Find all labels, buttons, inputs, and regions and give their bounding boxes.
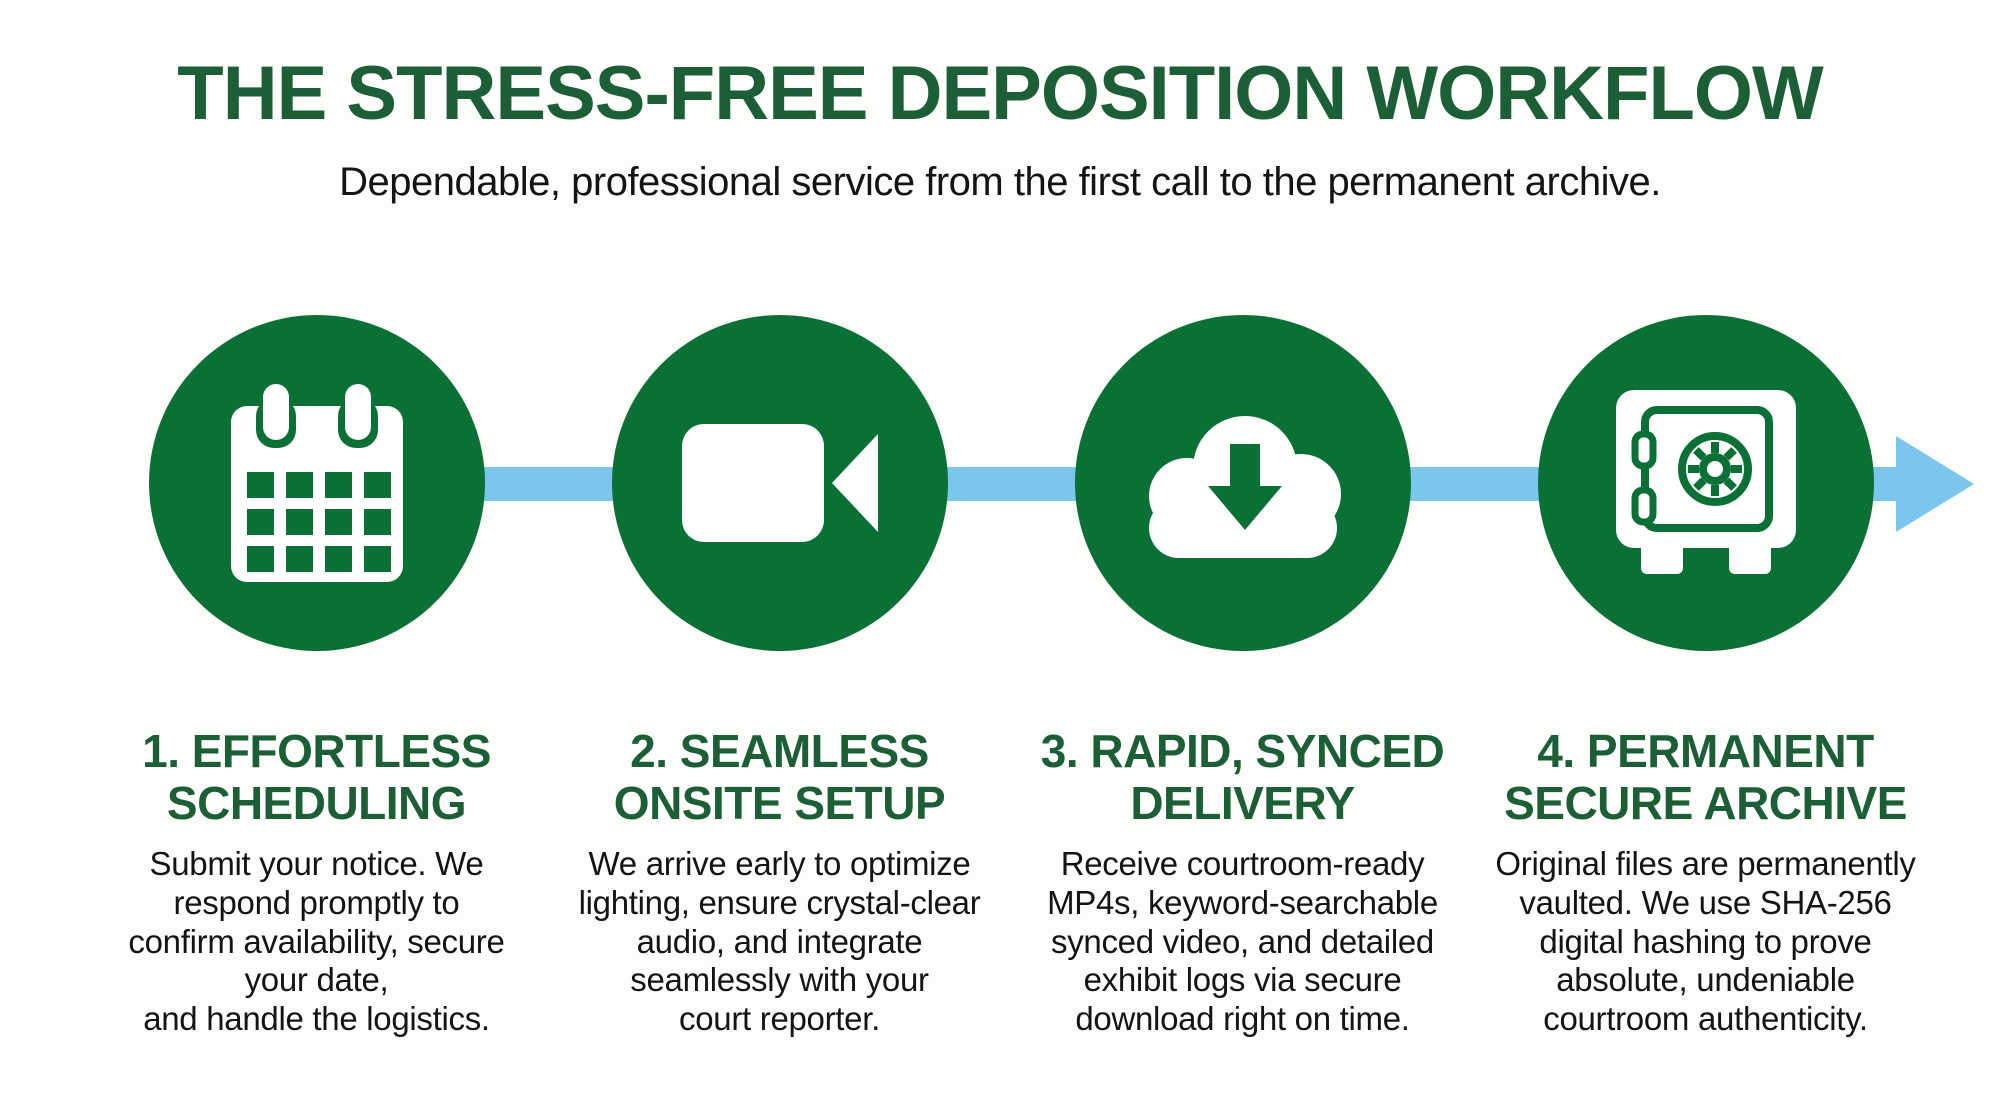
- step-4-title: 4. PERMANENT SECURE ARCHIVE: [1504, 724, 1907, 830]
- page-title: THE STRESS-FREE DEPOSITION WORKFLOW: [177, 51, 1823, 136]
- step-2-seamless-onsite-setup: 2. SEAMLESS ONSITE SETUP We arrive early…: [548, 314, 1011, 1039]
- step-1-description: Submit your notice. We respond promptly …: [128, 845, 505, 1037]
- step-2-description: We arrive early to optimize lighting, en…: [578, 845, 981, 1037]
- cloud-download-icon: [1148, 415, 1341, 558]
- step-4-description: Original files are permanently vaulted. …: [1495, 845, 1916, 1037]
- step-4-permanent-secure-archive: 4. PERMANENT SECURE ARCHIVE Original fil…: [1474, 314, 1937, 1039]
- step-1-title: 1. EFFORTLESS SCHEDULING: [142, 724, 491, 830]
- calendar-icon: [230, 383, 403, 582]
- workflow-diagram: 1. EFFORTLESS SCHEDULING Submit your not…: [0, 314, 2000, 1039]
- step-2-circle: [611, 314, 948, 651]
- step-4-circle: [1537, 314, 1874, 651]
- step-3-description: Receive courtroom-ready MP4s, keyword-se…: [1047, 845, 1438, 1037]
- header: THE STRESS-FREE DEPOSITION WORKFLOW Depe…: [0, 52, 2000, 205]
- step-3-rapid-synced-delivery: 3. RAPID, SYNCED DELIVERY Receive courtr…: [1011, 314, 1474, 1039]
- video-camera-icon: [681, 423, 878, 542]
- step-2-title: 2. SEAMLESS ONSITE SETUP: [613, 724, 946, 830]
- step-3-title: 3. RAPID, SYNCED DELIVERY: [1040, 724, 1445, 830]
- step-3-circle: [1074, 314, 1411, 651]
- step-1-effortless-scheduling: 1. EFFORTLESS SCHEDULING Submit your not…: [85, 314, 548, 1039]
- page-subtitle: Dependable, professional service from th…: [339, 159, 1661, 204]
- workflow-steps: 1. EFFORTLESS SCHEDULING Submit your not…: [85, 314, 1938, 1039]
- step-1-circle: [148, 314, 485, 651]
- safe-vault-icon: [1615, 389, 1796, 574]
- workflow-arrowhead-icon: [1896, 435, 1974, 532]
